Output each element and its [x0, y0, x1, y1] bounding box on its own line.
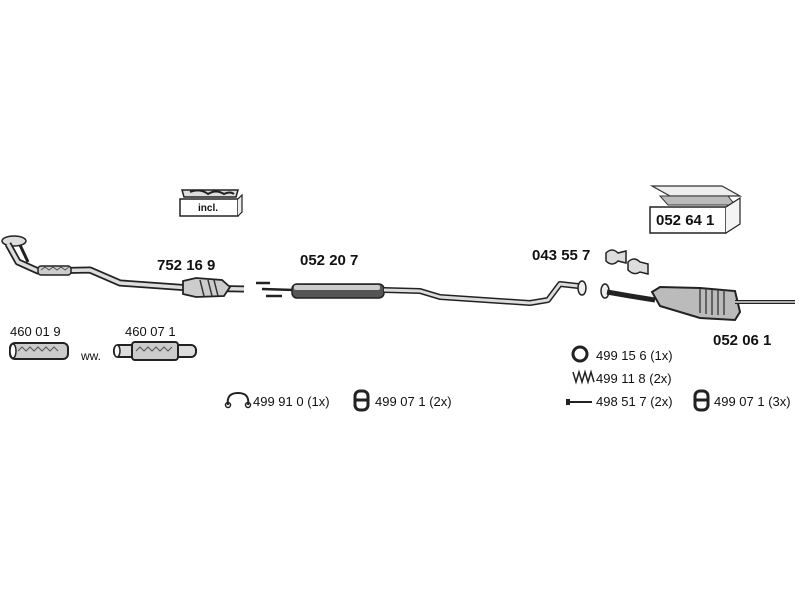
flex-pipe-460019-icon — [9, 342, 69, 360]
bolt-icon — [566, 399, 592, 405]
part-number-middle-silencer[interactable]: 052 20 7 — [300, 252, 359, 269]
clamp-icon — [224, 391, 252, 409]
clamp-kit-icon — [605, 249, 649, 275]
part-number-front-pipe[interactable]: 752 16 9 — [157, 257, 216, 274]
part-number-clamp-kit[interactable]: 043 55 7 — [532, 247, 591, 264]
part-number-flex-pipe-1[interactable]: 460 01 9 — [10, 324, 61, 339]
accessory-clamp[interactable]: 499 91 0 (1x) — [253, 394, 330, 409]
part-number-flex-pipe-2[interactable]: 460 07 1 — [125, 324, 176, 339]
part-number-mounting-kit[interactable]: 052 64 1 — [656, 212, 715, 229]
accessory-bolt[interactable]: 498 51 7 (2x) — [596, 394, 673, 409]
middle-silencer — [256, 280, 587, 306]
front-pipe — [1, 235, 245, 298]
mounting-kit-box-icon — [649, 185, 743, 234]
flex-pipe-460071-icon — [113, 341, 197, 361]
gasket-ring-icon — [571, 345, 589, 363]
accessory-rubber-hanger-rear[interactable]: 499 07 1 (3x) — [714, 394, 791, 409]
accessory-rubber-hanger[interactable]: 499 07 1 (2x) — [375, 394, 452, 409]
kit-included-label: incl. — [198, 203, 219, 214]
kit-box-icon — [179, 189, 243, 217]
accessory-gasket-ring[interactable]: 499 15 6 (1x) — [596, 348, 673, 363]
flex-alternative-label: ww. — [81, 349, 102, 363]
rubber-hanger-icon — [353, 389, 370, 412]
spring-icon — [572, 369, 595, 385]
accessory-spring[interactable]: 499 11 8 (2x) — [596, 371, 672, 386]
rear-silencer — [600, 283, 795, 322]
rubber-hanger-icon — [693, 389, 710, 412]
part-number-rear-silencer[interactable]: 052 06 1 — [713, 332, 772, 349]
